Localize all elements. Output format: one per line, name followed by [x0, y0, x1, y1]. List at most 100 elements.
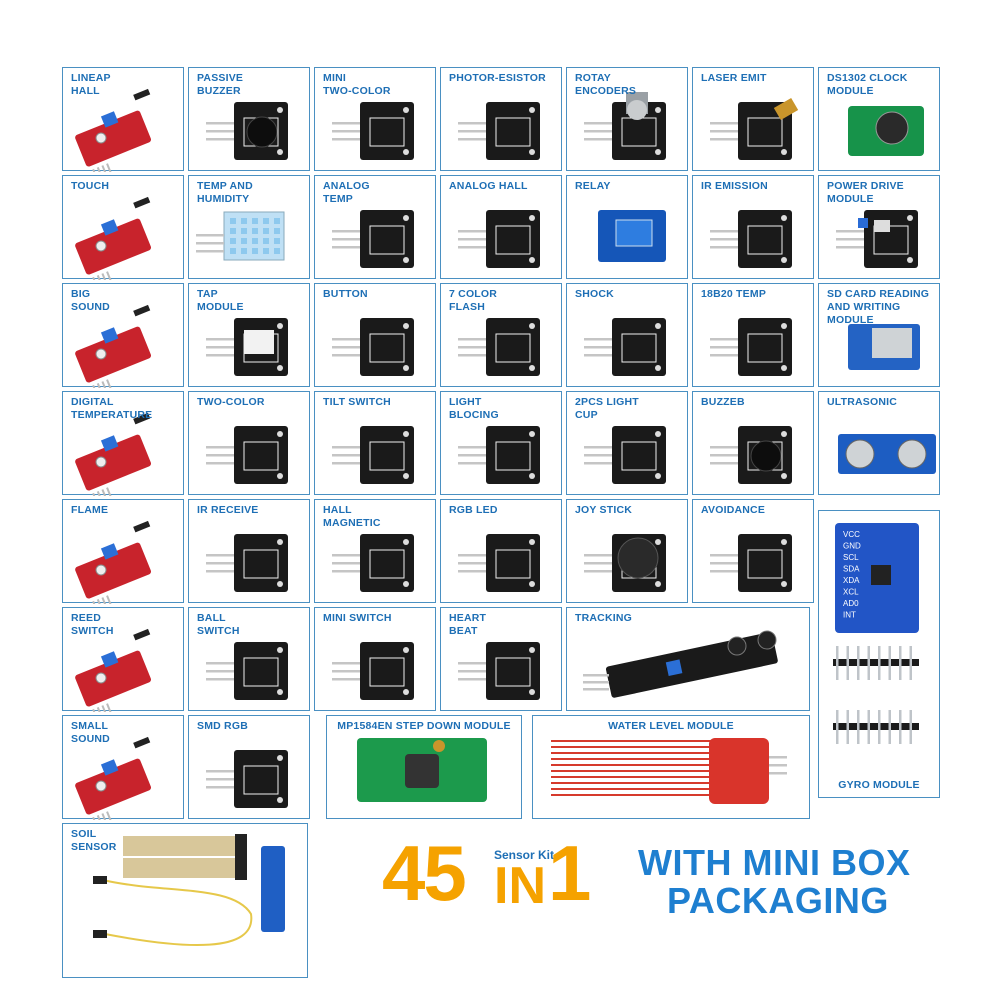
module-label: TAP MODULE	[197, 288, 244, 313]
module-cell: LINEAP HALL	[62, 67, 184, 172]
module-label: FLAME	[71, 504, 109, 516]
module-label: PASSIVE BUZZER	[197, 72, 244, 97]
module-photo	[458, 642, 540, 700]
module-label: MINI TWO-COLOR	[323, 72, 391, 97]
gyro-pin-label: XCL	[843, 588, 859, 597]
module-cell: SOIL SENSOR	[62, 823, 308, 978]
gyro-pin-label: AD0	[843, 599, 859, 608]
module-photo	[206, 750, 288, 808]
module-photo	[458, 318, 540, 376]
module-photo	[838, 434, 936, 474]
module-label: SMALL SOUND	[71, 720, 110, 745]
module-label: RGB LED	[449, 504, 498, 516]
module-label: SD CARD READING AND WRITING MODULE	[827, 288, 930, 326]
gyro-pin-label: VCC	[843, 530, 860, 539]
module-label: IR EMISSION	[701, 180, 768, 192]
module-cell: JOY STICK	[566, 499, 688, 603]
module-photo	[75, 520, 151, 604]
module-photo	[332, 210, 414, 268]
module-cell: ANALOG HALL	[440, 175, 562, 279]
module-photo	[583, 630, 778, 698]
module-label: DS1302 CLOCK MODULE	[827, 72, 908, 97]
module-label: SMD RGB	[197, 720, 248, 732]
module-label: IR RECEIVE	[197, 504, 259, 516]
module-photo	[458, 534, 540, 592]
module-cell: HALL MAGNETIC	[314, 499, 436, 603]
module-label: RELAY	[575, 180, 611, 192]
module-cell: SHOCK	[566, 283, 688, 387]
module-photo	[75, 196, 151, 280]
module-label: ULTRASONIC	[827, 396, 898, 408]
module-cell: AVOIDANCE	[692, 499, 814, 603]
module-cell: BALL SWITCH	[188, 607, 310, 711]
module-label: BALL SWITCH	[197, 612, 240, 637]
module-photo	[93, 834, 285, 947]
module-label: ANALOG TEMP	[323, 180, 370, 205]
module-photo	[710, 426, 792, 484]
module-label: TILT SWITCH	[323, 396, 391, 408]
module-cell: TEMP AND HUMIDITY	[188, 175, 310, 279]
module-label: 2PCS LIGHT CUP	[575, 396, 639, 421]
module-label: TOUCH	[71, 180, 110, 192]
module-photo	[551, 738, 787, 804]
gyro-pin-label: GND	[843, 542, 861, 551]
module-label: MP1584EN STEP DOWN MODULE	[337, 720, 511, 732]
module-photo	[75, 304, 151, 388]
module-cell: LASER EMIT	[692, 67, 814, 171]
module-cell: SMALL SOUND	[62, 715, 184, 820]
module-cell: IR RECEIVE	[188, 499, 310, 603]
module-cell: MP1584EN STEP DOWN MODULE	[326, 715, 522, 819]
module-photo	[332, 534, 414, 592]
module-label: 7 COLOR FLASH	[449, 288, 498, 313]
module-label: BUTTON	[323, 288, 368, 300]
gyro-pin-label: XDA	[843, 576, 860, 585]
module-cell: 18B20 TEMP	[692, 283, 814, 387]
module-photo	[332, 318, 414, 376]
module-photo	[710, 97, 799, 160]
module-photo	[584, 92, 666, 160]
module-photo	[458, 102, 540, 160]
module-cell: 2PCS LIGHT CUP	[566, 391, 688, 495]
module-label: SHOCK	[575, 288, 614, 300]
module-photo	[206, 318, 288, 376]
module-label: ANALOG HALL	[449, 180, 528, 192]
module-photo	[75, 412, 151, 496]
module-cell: PASSIVE BUZZER	[188, 67, 310, 171]
module-cell: SMD RGB	[188, 715, 310, 819]
module-cell: MINI SWITCH	[314, 607, 436, 711]
hero-one: 1	[548, 829, 592, 917]
module-photo	[206, 102, 288, 160]
module-label: ROTAY ENCODERS	[575, 72, 637, 97]
module-photo	[75, 736, 151, 820]
module-cell: IR EMISSION	[692, 175, 814, 279]
module-label: GYRO MODULE	[838, 779, 920, 791]
module-photo	[458, 210, 540, 268]
module-cell: REED SWITCH	[62, 607, 184, 712]
module-photo	[332, 102, 414, 160]
module-photo	[848, 106, 924, 156]
module-label: LIGHT BLOCING	[449, 396, 499, 421]
module-cell: HEART BEAT	[440, 607, 562, 711]
module-cell: MINI TWO-COLOR	[314, 67, 436, 171]
module-cell: DIGITAL TEMPERATURE	[62, 391, 184, 496]
module-label: BIG SOUND	[71, 288, 110, 313]
module-photo	[196, 211, 285, 261]
module-photo	[357, 738, 487, 802]
module-cell: TOUCH	[62, 175, 184, 280]
module-cell: TWO-COLOR	[188, 391, 310, 495]
module-label: 18B20 TEMP	[701, 288, 767, 300]
module-cell: LIGHT BLOCING	[440, 391, 562, 495]
module-label: TWO-COLOR	[197, 396, 265, 408]
module-photo	[206, 642, 288, 700]
module-photo	[584, 318, 666, 376]
module-label: WATER LEVEL MODULE	[608, 720, 734, 732]
module-label: POWER DRIVE MODULE	[827, 180, 904, 205]
module-label: JOY STICK	[575, 504, 633, 516]
module-cell: ANALOG TEMP	[314, 175, 436, 279]
module-cell: RGB LED	[440, 499, 562, 603]
module-cell: PHOTOR-ESISTOR	[440, 67, 562, 171]
module-cell: SD CARD READING AND WRITING MODULE	[818, 283, 940, 387]
hero-line2: PACKAGING	[667, 880, 889, 921]
